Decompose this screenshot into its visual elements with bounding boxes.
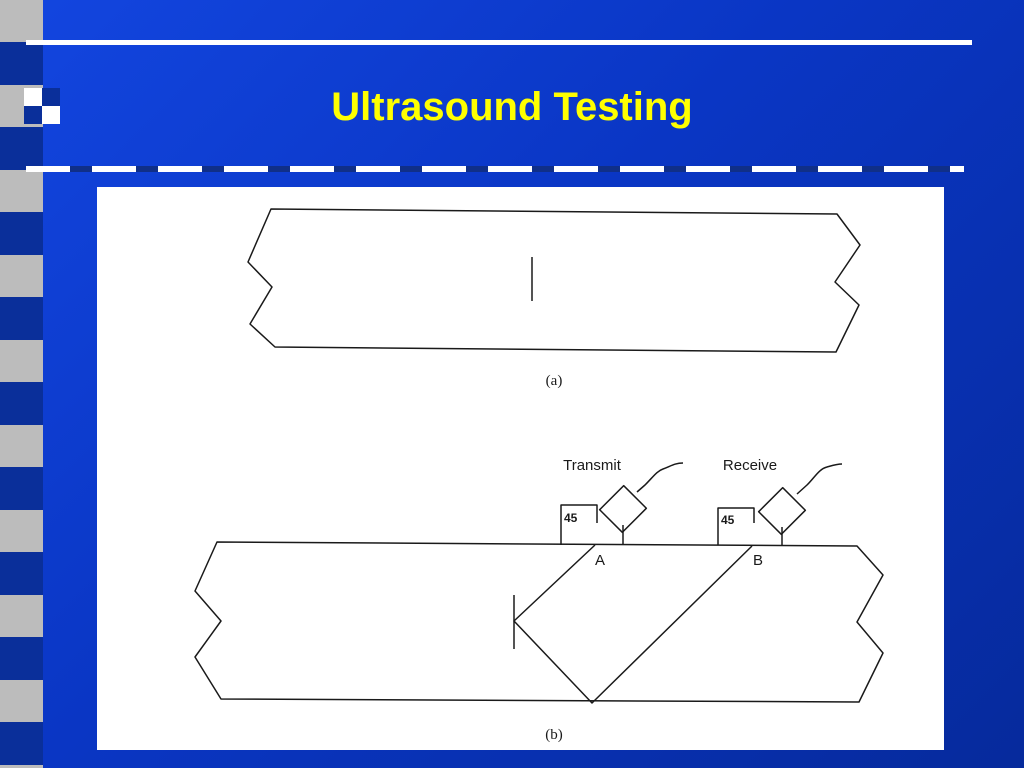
transmit-cable (636, 462, 684, 493)
slide-title: Ultrasound Testing (331, 85, 693, 129)
receive-angle-box (717, 507, 755, 545)
point-a-label: A (595, 552, 605, 569)
receive-transducer-icon (757, 486, 807, 536)
dashed-rule (26, 166, 964, 172)
transmit-angle-box (560, 504, 598, 545)
receive-angle-label: 45 (721, 513, 735, 527)
diagram-figure: (a) (b) Transmit Receive 45 45 A B (97, 187, 944, 750)
checker-bullet-icon (24, 88, 60, 124)
receive-cable (796, 463, 843, 495)
top-rule (26, 40, 972, 45)
transmit-label: Transmit (563, 457, 622, 474)
left-decorative-strip (0, 0, 43, 768)
caption-a: (a) (546, 373, 563, 389)
transmit-transducer-icon (598, 484, 648, 534)
plate-a (247, 208, 861, 353)
transmit-angle-label: 45 (564, 511, 578, 525)
point-b-label: B (753, 552, 763, 569)
caption-b: (b) (545, 727, 563, 743)
plate-b (194, 541, 884, 703)
sound-path (513, 544, 753, 704)
receive-label: Receive (723, 457, 777, 474)
ultrasound-diagram: (a) (b) Transmit Receive 45 45 A B (194, 208, 884, 743)
